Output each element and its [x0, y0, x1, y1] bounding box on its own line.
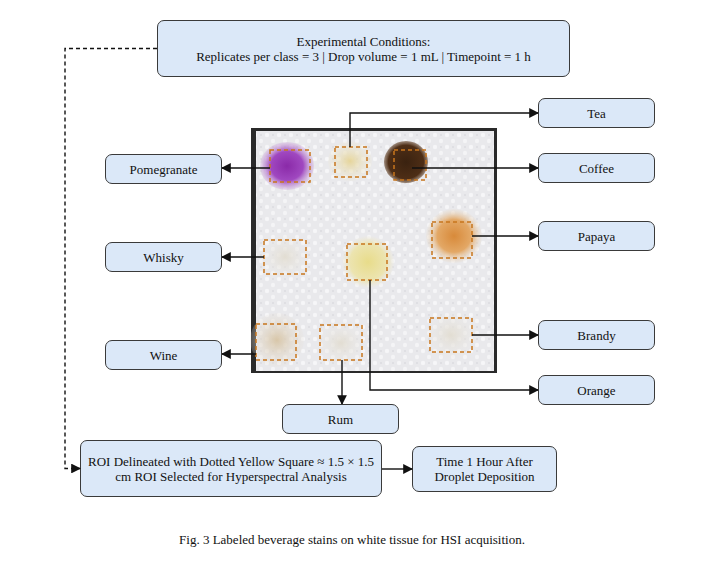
label-box: Coffee: [538, 153, 655, 183]
box-text: Orange: [577, 383, 615, 398]
label-box: Tea: [538, 98, 655, 128]
label-box: Wine: [105, 340, 222, 370]
stain: [260, 142, 314, 190]
box-text: Papaya: [578, 229, 616, 244]
box-text: Brandy: [577, 328, 615, 343]
label-box: Whisky: [105, 242, 222, 272]
label-box: Brandy: [538, 320, 655, 350]
box-text: Tea: [587, 106, 606, 121]
stain: [342, 236, 394, 288]
connector-arrow: [65, 49, 157, 469]
label-box: Rum: [282, 404, 399, 434]
box-text: Replicates per class = 3 | Drop volume =…: [196, 49, 531, 64]
stain: [384, 141, 428, 183]
box-text: Pomegranate: [130, 162, 198, 177]
box-text: ROI Delineated with Dotted Yellow Square…: [85, 454, 377, 484]
leader-arrows: [222, 113, 538, 404]
box-text: Experimental Conditions:: [297, 34, 431, 49]
label-box: Orange: [538, 375, 655, 405]
label-box: Pomegranate: [105, 154, 222, 184]
caption-text: Fig. 3 Labeled beverage stains on white …: [179, 532, 525, 547]
box-text: Whisky: [143, 250, 183, 265]
stain: [317, 321, 365, 365]
box-text: Time 1 Hour After Droplet Deposition: [417, 454, 552, 484]
roi-squares: [256, 147, 472, 360]
figure-caption: Fig. 3 Labeled beverage stains on white …: [0, 532, 704, 548]
label-box: Experimental Conditions:Replicates per c…: [157, 20, 570, 77]
stain: [261, 235, 309, 279]
box-text: Wine: [150, 348, 178, 363]
label-box: Time 1 Hour After Droplet Deposition: [412, 446, 557, 492]
connector-arrow: [382, 468, 412, 469]
box-text: Rum: [328, 412, 353, 427]
label-box: Papaya: [538, 221, 655, 251]
stain: [250, 313, 304, 367]
stain: [425, 311, 477, 359]
photo-frame: [251, 128, 497, 373]
box-text: Coffee: [579, 161, 614, 176]
label-box: ROI Delineated with Dotted Yellow Square…: [80, 440, 382, 497]
